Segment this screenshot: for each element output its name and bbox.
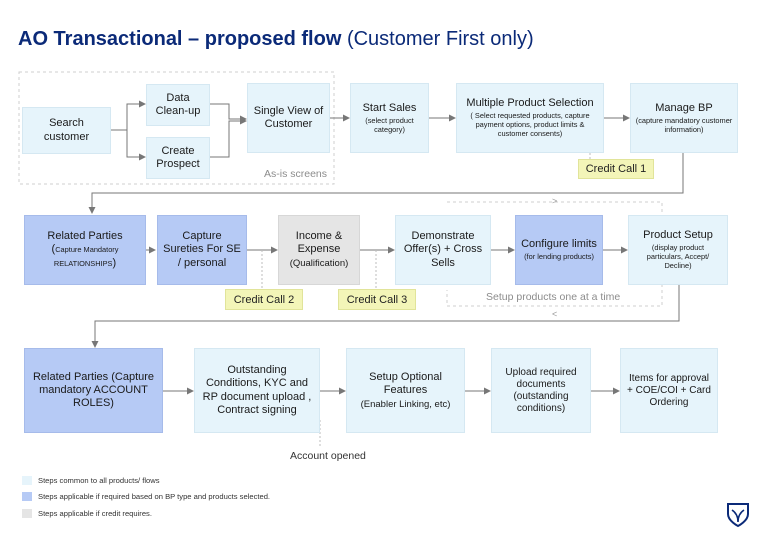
page-title: AO Transactional – proposed flow (Custom… (18, 28, 534, 51)
step-outstanding-conditions: Outstanding Conditions, KYC and RP docum… (194, 348, 320, 433)
callout-credit-call-2: Credit Call 2 (225, 289, 303, 310)
step-related1-detail-line: (Capture Mandatory RELATIONSHIPS) (29, 243, 141, 269)
step-limits-detail: (for lending products) (524, 252, 594, 262)
step-setup-label: Product Setup (643, 229, 713, 242)
step-search-customer: Search customer (22, 107, 111, 154)
step-single-view-label: Single View of Customer (253, 104, 324, 130)
callout-credit-call-1: Credit Call 1 (578, 159, 654, 179)
legend-text-bp: Steps applicable if required based on BP… (38, 492, 271, 501)
as-is-group-outline (18, 71, 335, 185)
step-bp-label: Manage BP (655, 101, 713, 114)
step-setup-detail: (display product particulars, Accept/ De… (646, 243, 710, 271)
step-start-sales: Start Sales (select product category) (350, 83, 429, 153)
arrow-bp-to-related1 (88, 153, 684, 214)
step-cleanup-label: Data Clean-up (155, 91, 201, 117)
step-manage-bp: Manage BP (capture mandatory customer in… (630, 83, 738, 153)
title-bold: AO Transactional – proposed flow (18, 28, 342, 50)
setup-one-at-a-time-note: Setup products one at a time (486, 291, 621, 303)
legend-swatch-common (22, 476, 32, 485)
step-related-parties-2: Related Parties (Capture mandatory ACCOU… (24, 348, 163, 433)
account-opened-note: Account opened (290, 450, 366, 462)
step-related1-suffix: ) (112, 256, 117, 269)
step-optional-detail: (Enabler Linking, etc) (360, 398, 451, 410)
step-optional-features: Setup Optional Features (Enabler Linking… (346, 348, 465, 433)
callout-credit-call-3: Credit Call 3 (338, 289, 416, 310)
shield-logo-icon (727, 503, 749, 528)
step-related1-label: Related Parties (47, 230, 123, 243)
step-multi-label: Multiple Product Selection (466, 97, 594, 110)
step-bp-detail: (capture mandatory customer information) (635, 115, 733, 134)
legend-text-common: Steps common to all products/ flows (38, 476, 160, 485)
step-related2-label: Related Parties (Capture mandatory ACCOU… (32, 370, 155, 410)
arrow-to-cleanup (126, 100, 146, 130)
step-limits-label: Configure limits (521, 237, 597, 250)
step-multiple-product: Multiple Product Selection ( Select requ… (456, 83, 604, 153)
step-product-setup: Product Setup (display product particula… (628, 215, 728, 285)
arrow-to-prospect (126, 130, 146, 161)
step-capture-sureties: Capture Sureties For SE / personal (157, 215, 247, 285)
step-outstanding-label: Outstanding Conditions, KYC and RP docum… (202, 364, 312, 416)
step-related-parties-1: Related Parties (Capture Mandatory RELAT… (24, 215, 146, 285)
step-optional-label: Setup Optional Features (369, 370, 442, 396)
step-start-sales-label: Start Sales (362, 101, 417, 114)
step-income-label: Income & Expense (295, 230, 343, 256)
step-start-sales-detail: (select product category) (365, 115, 414, 134)
step-prospect-label: Create Prospect (156, 144, 200, 170)
loop-chevron-right: > (552, 196, 558, 206)
step-configure-limits: Configure limits (for lending products) (515, 215, 603, 285)
setup-loop-outline (446, 201, 663, 307)
arrow-setup-to-related2 (91, 284, 680, 348)
legend-text-credit: Steps applicable if credit requires. (38, 509, 152, 518)
step-related1-detail: Capture Mandatory RELATIONSHIPS (53, 245, 119, 268)
step-related1-prefix: ( (51, 243, 56, 256)
legend-swatch-credit (22, 509, 32, 518)
arrow-prospect-to-sv (210, 117, 247, 158)
step-upload-label: Upload required documents (outstanding c… (505, 366, 577, 414)
step-create-prospect: Create Prospect (146, 137, 210, 179)
step-data-cleanup: Data Clean-up (146, 84, 210, 126)
step-single-view: Single View of Customer (247, 83, 330, 153)
legend-swatch-bp (22, 492, 32, 501)
loop-chevron-left: < (552, 309, 558, 319)
step-items-approval: Items for approval + COE/COI + Card Orde… (620, 348, 718, 433)
step-multi-detail: ( Select requested products, capture pay… (470, 111, 590, 139)
step-search-label: Search customer (43, 117, 90, 143)
step-demo-label: Demonstrate Offer(s) + Cross Sells (403, 230, 483, 269)
step-demonstrate-offer: Demonstrate Offer(s) + Cross Sells (395, 215, 491, 285)
as-is-screens-note: As-is screens (264, 168, 328, 180)
step-approval-label: Items for approval + COE/COI + Card Orde… (627, 372, 711, 408)
step-income-detail: (Qualification) (289, 258, 349, 270)
step-sureties-label: Capture Sureties For SE / personal (163, 230, 241, 269)
title-normal: (Customer First only) (346, 28, 534, 50)
arrow-cleanup-to-sv (210, 103, 247, 123)
step-upload-documents: Upload required documents (outstanding c… (491, 348, 591, 433)
step-income-expense: Income & Expense (Qualification) (278, 215, 360, 285)
